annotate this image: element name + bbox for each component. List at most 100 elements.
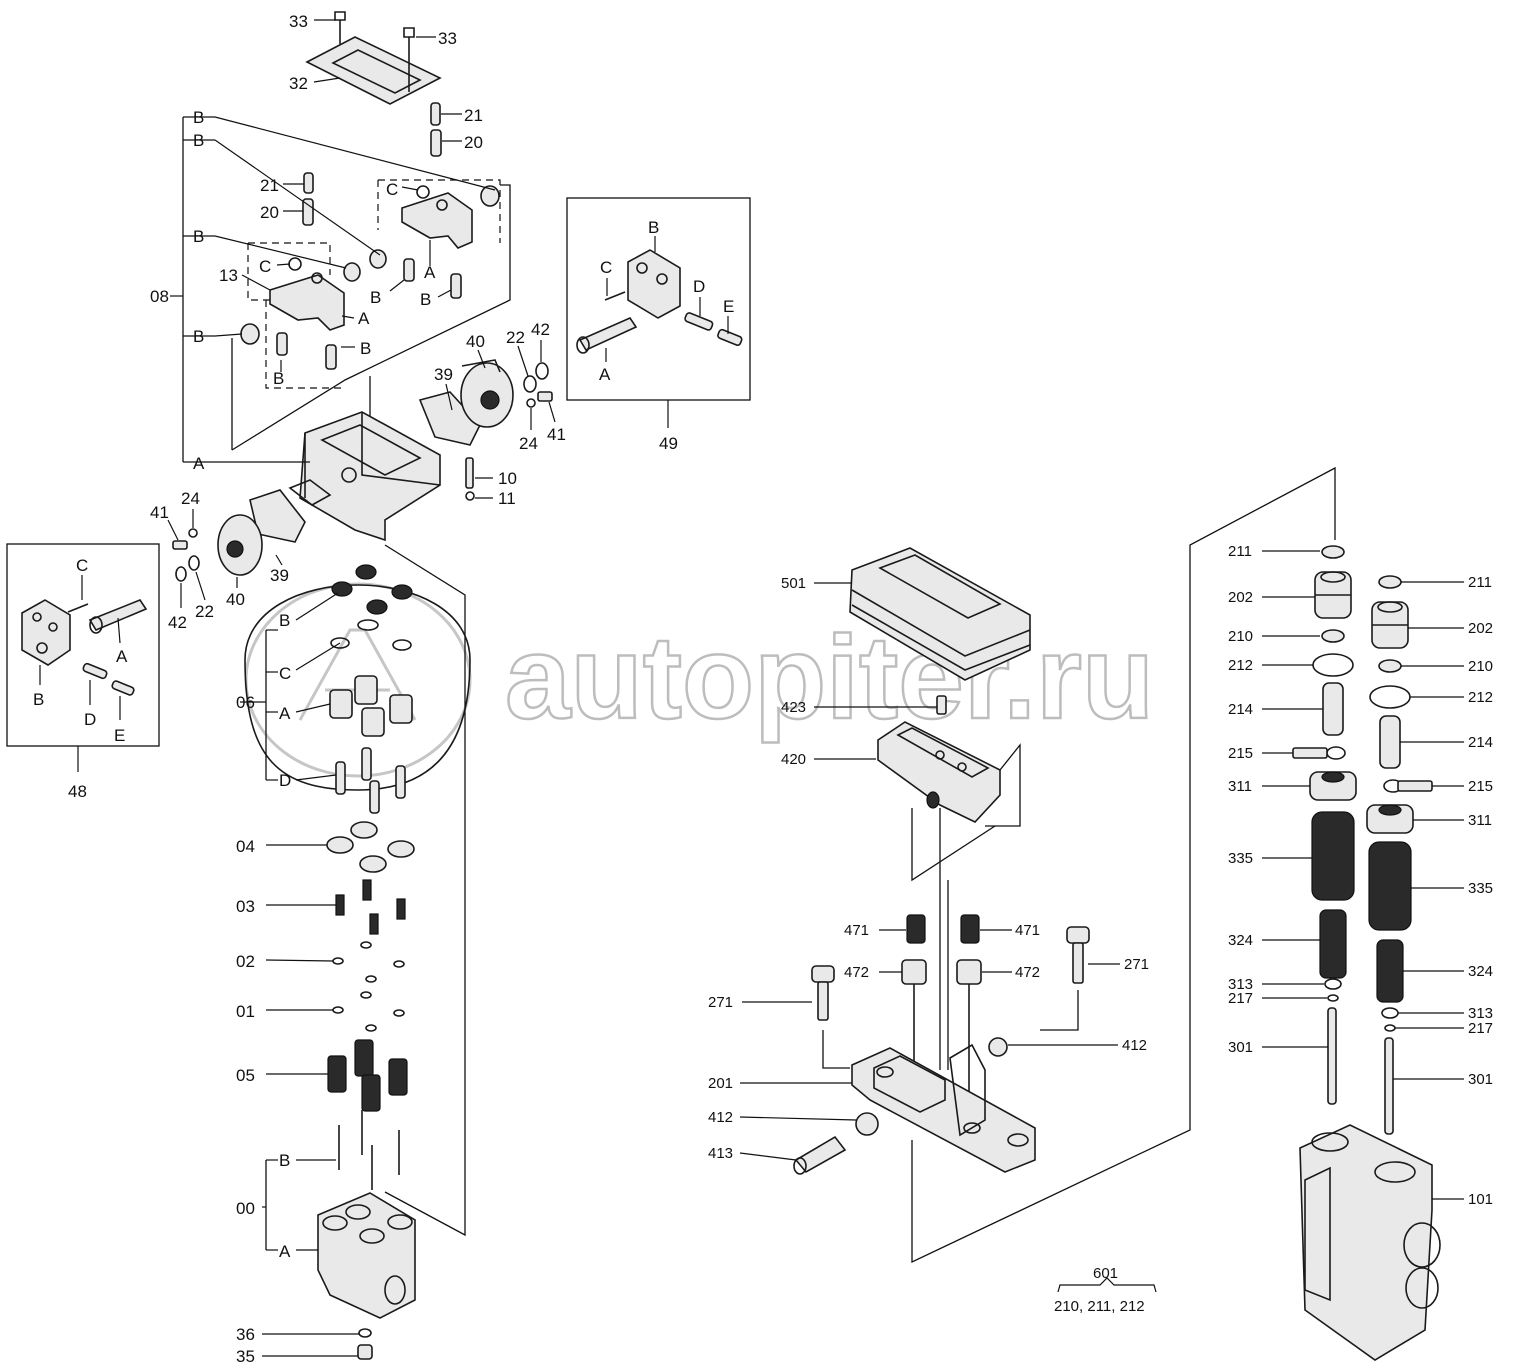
callout-324-a: 324 — [1228, 932, 1253, 949]
detail-box-49: B C D E A 49 — [566, 197, 751, 453]
box48-label-c: C — [76, 556, 88, 575]
callout-35: 35 — [236, 1347, 255, 1366]
callout-412-b: 412 — [708, 1109, 733, 1126]
callout-b-7: B — [360, 339, 371, 358]
callout-33-b: 33 — [438, 29, 457, 48]
callout-101: 101 — [1468, 1191, 1493, 1208]
callout-40-a: 40 — [466, 332, 485, 351]
callout-41-b: 41 — [150, 503, 169, 522]
callout-c-3: C — [279, 664, 291, 683]
callout-b-1: B — [193, 108, 204, 127]
callout-210-a: 210 — [1228, 628, 1253, 645]
callout-420: 420 — [781, 751, 806, 768]
callout-202-a: 202 — [1228, 589, 1253, 606]
callout-471-b: 471 — [1015, 922, 1040, 939]
bush-472-a — [901, 959, 927, 985]
callout-423: 423 — [781, 699, 806, 716]
pin-20-top — [430, 129, 442, 157]
callout-05: 05 — [236, 1066, 255, 1085]
callout-20-b: 20 — [260, 203, 279, 222]
callout-42-b: 42 — [168, 613, 187, 632]
callout-217-b: 217 — [1468, 1020, 1493, 1037]
callout-40-b: 40 — [226, 590, 245, 609]
callout-313-b: 313 — [1468, 1005, 1493, 1022]
callout-02: 02 — [236, 952, 255, 971]
callout-b-5: B — [370, 288, 381, 307]
callout-06: 06 — [236, 693, 255, 712]
callout-212-a: 212 — [1228, 657, 1253, 674]
callout-211-a: 211 — [1228, 543, 1252, 560]
callout-b-4: B — [193, 327, 204, 346]
middle-assembly — [739, 466, 1336, 1293]
callout-471-a: 471 — [844, 922, 869, 939]
left-assembly — [167, 11, 556, 1360]
plate-39-right — [418, 391, 481, 446]
callout-a-1: A — [424, 263, 436, 282]
cam-40-left — [217, 514, 263, 576]
callout-413: 413 — [708, 1145, 733, 1162]
callout-211-b: 211 — [1468, 574, 1492, 591]
callout-335-b: 335 — [1468, 880, 1493, 897]
valve-body-left — [317, 1192, 416, 1319]
callout-42-a: 42 — [531, 320, 550, 339]
box49-label-d: D — [693, 277, 705, 296]
box49-title: 49 — [659, 434, 678, 453]
callout-13: 13 — [219, 266, 238, 285]
cam-40-right — [460, 359, 514, 428]
callout-22-b: 22 — [195, 602, 214, 621]
callout-301-b: 301 — [1468, 1071, 1493, 1088]
callout-39-b: 39 — [270, 566, 289, 585]
callout-a-3: A — [193, 454, 205, 473]
right-assembly — [1262, 545, 1464, 1361]
callout-202-b: 202 — [1468, 620, 1493, 637]
box48-label-d: D — [84, 710, 96, 729]
pad-471-b — [960, 914, 980, 944]
cover-plate-32 — [305, 11, 442, 105]
box48-label-b: B — [33, 690, 44, 709]
callout-04: 04 — [236, 837, 255, 856]
callout-311-a: 311 — [1228, 778, 1252, 795]
screw-423 — [936, 695, 947, 715]
base-201 — [851, 1043, 1036, 1173]
callout-412-a: 412 — [1122, 1037, 1147, 1054]
callout-210-b: 210 — [1468, 658, 1493, 675]
callout-32: 32 — [289, 74, 308, 93]
callout-00: 00 — [236, 1199, 255, 1218]
callout-501: 501 — [781, 575, 806, 592]
callout-11: 11 — [498, 489, 516, 508]
callout-21-a: 21 — [464, 106, 483, 125]
callout-b-3: B — [193, 227, 204, 246]
callout-214-b: 214 — [1468, 734, 1493, 751]
pin-412-left — [855, 1112, 879, 1136]
callout-217-a: 217 — [1228, 990, 1253, 1007]
pin-20-left — [302, 198, 314, 226]
callout-01: 01 — [236, 1002, 255, 1021]
bracket-420 — [877, 721, 1001, 823]
callout-22-a: 22 — [506, 328, 525, 347]
callout-03: 03 — [236, 897, 255, 916]
bush-472-b — [956, 959, 982, 985]
bolt-271-right — [1066, 926, 1090, 984]
pin-21-top — [430, 102, 441, 126]
callout-311-b: 311 — [1468, 812, 1492, 829]
callout-24-b: 24 — [181, 489, 200, 508]
callout-b-8: B — [273, 369, 284, 388]
boot-501 — [849, 547, 1031, 681]
callout-b-9: B — [279, 611, 290, 630]
pin-21-left — [303, 172, 314, 194]
box49-label-e: E — [723, 297, 734, 316]
callout-b-2: B — [193, 131, 204, 150]
callout-214-a: 214 — [1228, 701, 1253, 718]
box49-label-c: C — [600, 258, 612, 277]
callout-21-b: 21 — [260, 176, 279, 195]
pin-412-right — [988, 1037, 1008, 1057]
callout-c-2: C — [259, 257, 271, 276]
callout-a-4: A — [279, 704, 291, 723]
callout-36: 36 — [236, 1325, 255, 1344]
kit-601-items: 210, 211, 212 — [1054, 1298, 1145, 1315]
right-labels: 211 202 210 212 214 215 311 335 324 313 … — [1228, 543, 1493, 1208]
callout-b-6: B — [420, 290, 431, 309]
callout-d-1: D — [279, 771, 291, 790]
callout-c-1: C — [386, 180, 398, 199]
